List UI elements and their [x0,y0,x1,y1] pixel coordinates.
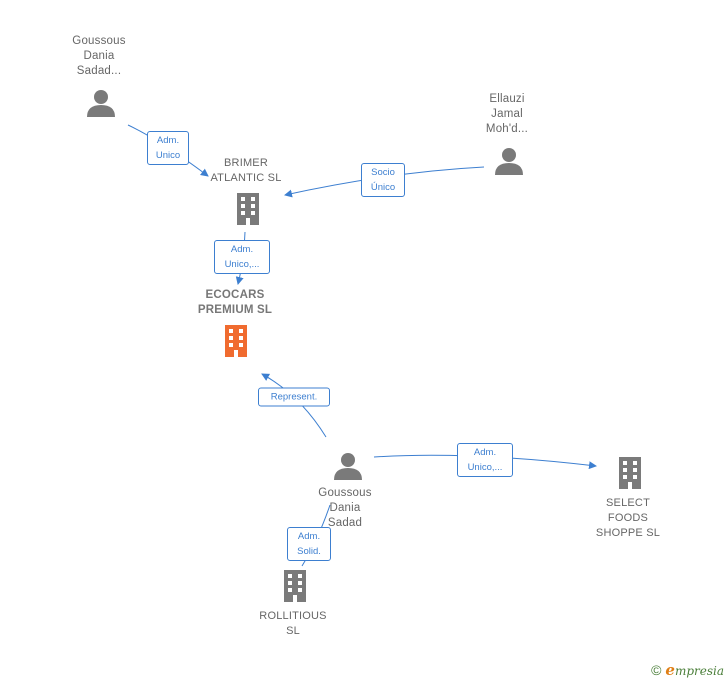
empresia-logo: empresia [665,661,724,679]
goussous-bottom-label: Goussous Dania Sadad [318,487,372,529]
ecocars-premium-label: ECOCARS PREMIUM SL [197,289,273,316]
ellauzi-label: Ellauzi Jamal Moh'd... [485,93,529,135]
edge-label-adm-unico-select[interactable]: Adm. Unico,... [457,443,513,477]
rollitious-label: ROLLITIOUS SL [259,610,327,637]
empresia-watermark: © empresia [651,661,724,679]
building-icon[interactable] [615,456,645,490]
building-icon[interactable] [233,192,263,226]
edge-label-adm-unico[interactable]: Adm. Unico [147,131,189,165]
edge-label-represent[interactable]: Represent. [258,387,330,407]
edge-label-socio-unico[interactable]: Socio Único [361,163,405,197]
select-foods-label: SELECT FOODS SHOPPE SL [595,497,661,539]
person-icon[interactable] [494,146,524,176]
copyright-icon: © [651,662,662,678]
building-icon[interactable] [221,324,251,358]
brimer-atlantic-label: BRIMER ATLANTIC SL [210,157,282,184]
person-icon[interactable] [333,451,363,481]
edge-label-adm-unico-ecocars[interactable]: Adm. Unico,... [214,240,270,274]
person-icon[interactable] [86,88,116,118]
goussous-top-label: Goussous Dania Sadad... [72,35,126,77]
edge-label-adm-solid[interactable]: Adm. Solid. [287,527,331,561]
building-icon[interactable] [280,569,310,603]
